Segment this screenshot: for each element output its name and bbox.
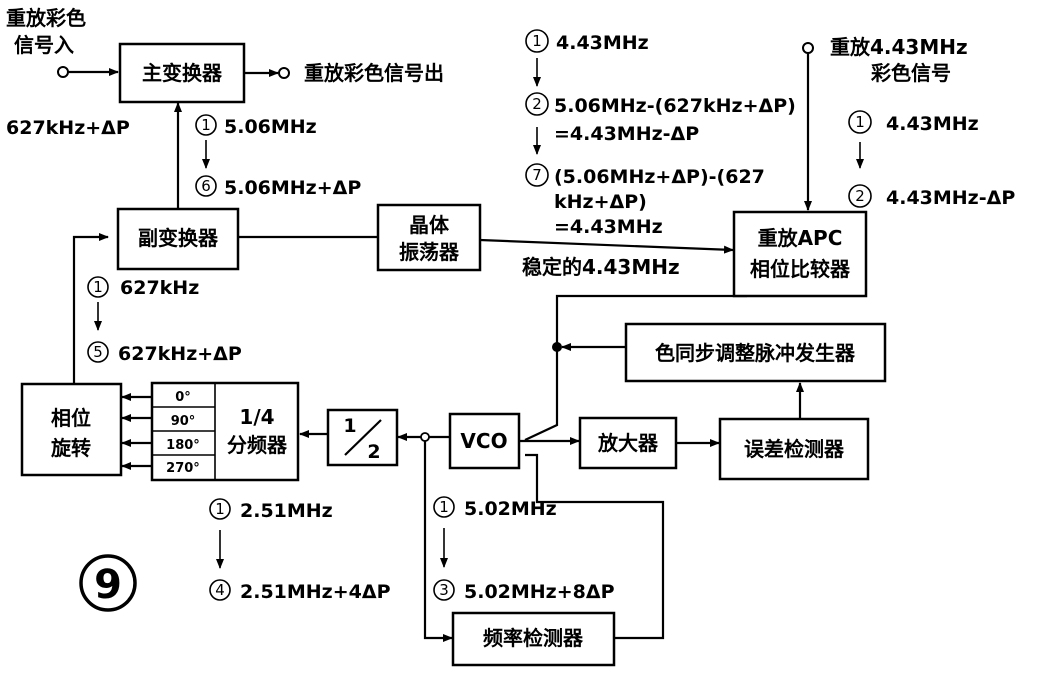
phase-270-label: 270° xyxy=(166,461,200,476)
marker-1d-text: 1 xyxy=(439,498,449,516)
sig-502-3: 5.02MHz+8ΔP xyxy=(464,581,615,603)
marker-1f-icon xyxy=(525,29,549,53)
sub-converter-label: 副变换器 xyxy=(138,226,219,250)
marker-6-text: 6 xyxy=(201,177,211,195)
apc-out-line xyxy=(524,294,747,441)
marker-1c-icon xyxy=(209,498,231,520)
div4-label-2: 分频器 xyxy=(227,433,288,457)
marker-1e-icon xyxy=(848,110,872,134)
freq-to-vco-line xyxy=(525,453,665,640)
marker-3-text: 3 xyxy=(439,581,449,599)
sub-converter-block: 副变换器 xyxy=(116,207,240,271)
half-denominator: 2 xyxy=(367,441,380,463)
marker-6-icon xyxy=(195,175,217,197)
color-input-label-2: 信号入 xyxy=(14,33,74,57)
marker-1-text: 1 xyxy=(201,116,211,134)
calc-443-1: 4.43MHz xyxy=(556,32,649,54)
marker-4-icon xyxy=(209,579,231,601)
marker-2b-text: 2 xyxy=(532,95,542,113)
ref-443-1: 4.43MHz xyxy=(886,113,979,135)
half-divider-block: 1 2 xyxy=(326,408,399,467)
marker-1e-text: 1 xyxy=(855,113,865,131)
output-terminal-icon xyxy=(278,67,290,79)
marker-3-icon xyxy=(433,579,455,601)
calc-2-line1: 5.06MHz-(627kHz+ΔP) xyxy=(554,95,796,117)
marker-2-text: 2 xyxy=(855,187,865,205)
error-detector-block: 误差检测器 xyxy=(718,417,870,481)
connections xyxy=(57,42,814,642)
marker-1c-text: 1 xyxy=(215,500,225,518)
tap-freq-line xyxy=(423,441,453,642)
apc-label-1: 重放APC xyxy=(758,226,843,250)
crystal-apc-line xyxy=(479,238,734,254)
figure-number-badge: 9 xyxy=(79,554,137,612)
apc-comparator-block: 重放APC 相位比较器 xyxy=(732,210,868,298)
main-converter-label: 主变换器 xyxy=(142,61,223,85)
marker-4-text: 4 xyxy=(215,581,225,599)
junction-dot xyxy=(552,342,562,352)
marker-2b-icon xyxy=(525,92,549,116)
figure-number: 9 xyxy=(94,562,122,608)
crystal-osc-block: 晶体 振荡器 xyxy=(376,203,482,272)
burst-gen-label: 色同步调整脉冲发生器 xyxy=(655,341,856,365)
sig-627-1: 627kHz xyxy=(120,277,199,299)
marker-7-icon xyxy=(525,163,549,187)
marker-2-icon xyxy=(848,184,872,208)
amplifier-label: 放大器 xyxy=(597,431,659,455)
phase-rotator-label-1: 相位 xyxy=(51,406,91,430)
div4-block: 0° 90° 180° 270° 1/4 分频器 xyxy=(150,381,300,482)
crystal-label-1: 晶体 xyxy=(409,213,450,237)
input-terminal-icon xyxy=(57,66,69,78)
marker-5-icon xyxy=(87,341,109,363)
sig-506-1: 5.06MHz xyxy=(224,116,317,138)
ref-terminal-icon xyxy=(802,42,814,54)
ref-443-2: 4.43MHz-ΔP xyxy=(886,187,1015,209)
amplifier-block: 放大器 xyxy=(578,416,678,470)
phase-rotator-label-2: 旋转 xyxy=(50,436,91,460)
ref-input-label-1: 重放4.43MHz xyxy=(830,35,968,59)
color-output-label: 重放彩色信号出 xyxy=(304,61,444,85)
freq-detector-label: 频率检测器 xyxy=(483,626,584,650)
error-detector-label: 误差检测器 xyxy=(744,437,845,461)
sig-506-6: 5.06MHz+ΔP xyxy=(224,177,361,199)
div4-label-1: 1/4 xyxy=(239,405,274,429)
calc-7-line1: (5.06MHz+ΔP)-(627 xyxy=(554,166,765,188)
marker-1d-icon xyxy=(433,496,455,518)
sig-502-1: 5.02MHz xyxy=(464,498,557,520)
calc-7-line2: kHz+ΔP) xyxy=(554,191,647,213)
color-input-label-1: 重放彩色 xyxy=(6,6,86,30)
phase-180-label: 180° xyxy=(166,438,200,453)
freq-detector-block: 频率检测器 xyxy=(451,611,616,667)
vco-block: VCO xyxy=(448,412,521,470)
phase-0-label: 0° xyxy=(175,390,191,405)
vco-label: VCO xyxy=(460,429,507,453)
sig-251-1: 2.51MHz xyxy=(240,500,333,522)
calc-2-line2: =4.43MHz-ΔP xyxy=(554,123,699,145)
left-input-annotation: 627kHz+ΔP xyxy=(6,117,130,139)
stable-label: 稳定的4.43MHz xyxy=(522,255,680,279)
annotations: 627kHz+ΔP 1 5.06MHz 6 5.06MHz+ΔP 1 627kH… xyxy=(6,29,1015,603)
burst-gen-block: 色同步调整脉冲发生器 xyxy=(624,322,887,383)
half-numerator: 1 xyxy=(343,415,356,437)
marker-1b-text: 1 xyxy=(93,278,103,296)
phase-90-label: 90° xyxy=(171,414,196,429)
rot-to-sub-line xyxy=(72,233,109,383)
ref-input-label-2: 彩色信号 xyxy=(870,61,951,85)
phase-rotator-block: 相位 旋转 xyxy=(20,382,123,477)
sig-251-4: 2.51MHz+4ΔP xyxy=(240,581,391,603)
marker-1f-text: 1 xyxy=(532,32,542,50)
calc-7-line3: =4.43MHz xyxy=(554,216,663,238)
sig-627-5: 627kHz+ΔP xyxy=(118,343,242,365)
marker-1-icon xyxy=(195,114,217,136)
marker-1b-icon xyxy=(87,276,109,298)
crystal-label-2: 振荡器 xyxy=(399,240,460,264)
apc-label-2: 相位比较器 xyxy=(750,257,851,281)
vco-tap-icon xyxy=(420,432,430,442)
marker-7-text: 7 xyxy=(532,166,542,184)
marker-5-text: 5 xyxy=(93,343,103,361)
main-converter-block: 主变换器 xyxy=(118,42,246,104)
